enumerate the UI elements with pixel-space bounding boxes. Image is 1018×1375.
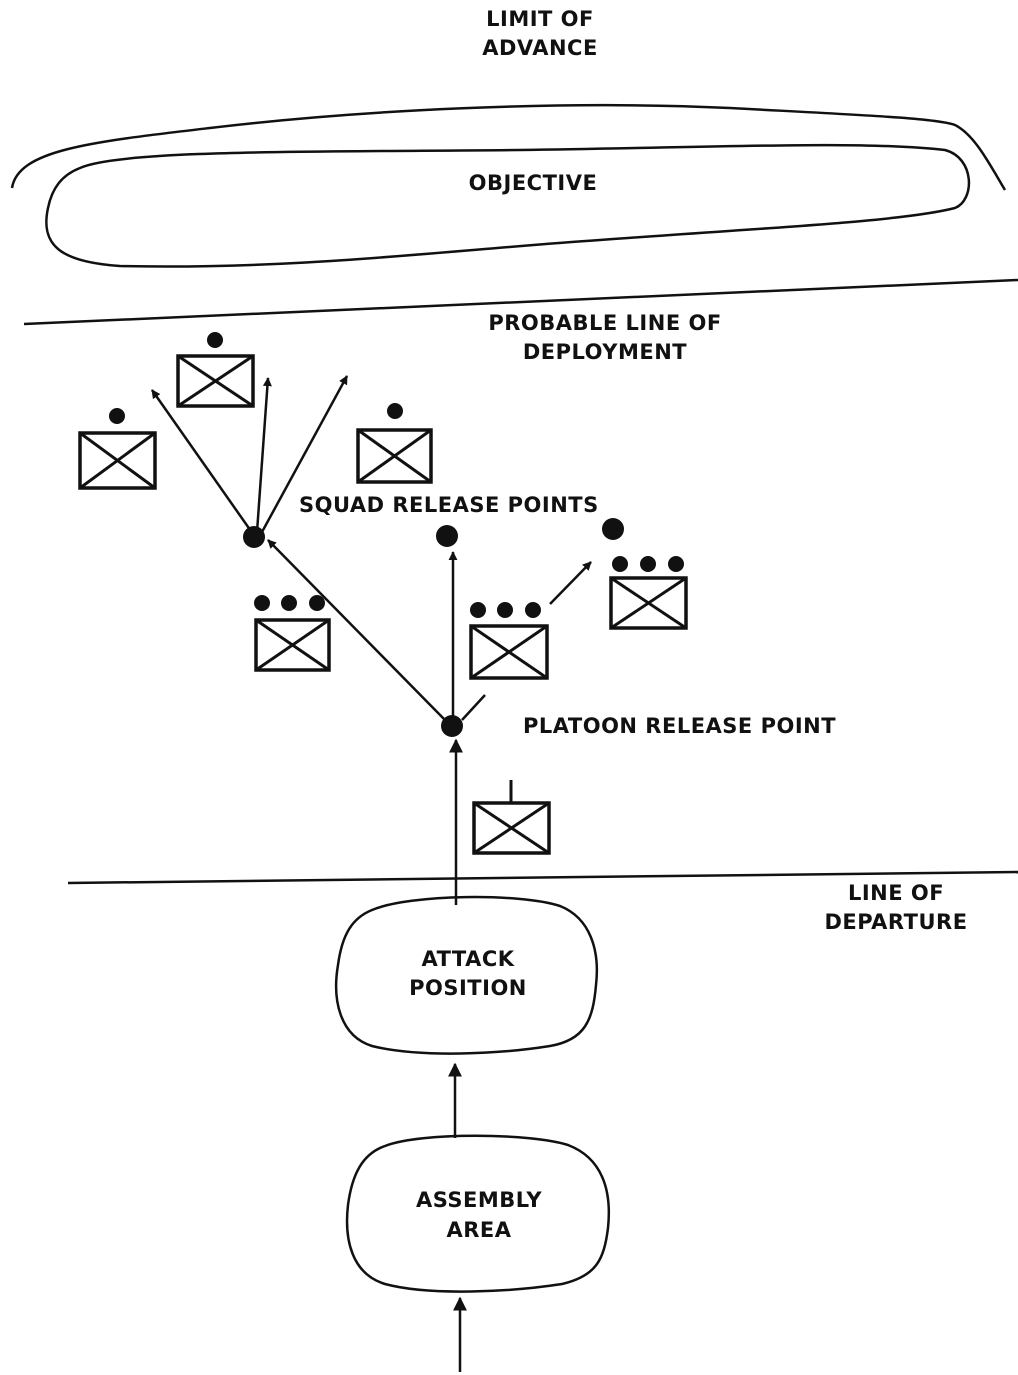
platoon-unit-symbol bbox=[254, 595, 331, 672]
squad-unit-symbol bbox=[78, 408, 157, 490]
line-of-departure bbox=[67, 870, 1018, 885]
probable-line-of-deployment-label-line2: DEPLOYMENT bbox=[523, 340, 687, 364]
arrow-to-squad-left bbox=[150, 389, 255, 535]
arrow-tick bbox=[461, 694, 486, 721]
probable-line-of-deployment bbox=[23, 278, 1018, 326]
limit-of-advance-label-line2: ADVANCE bbox=[482, 36, 598, 60]
platoon-unit-symbol bbox=[469, 602, 549, 680]
line-of-departure-label-line1: LINE OF bbox=[848, 881, 944, 905]
objective-label: OBJECTIVE bbox=[469, 171, 598, 195]
squad-unit-symbol bbox=[176, 332, 255, 408]
attack-position-label-line2: POSITION bbox=[409, 976, 527, 1000]
assembly-area-label-line2: AREA bbox=[446, 1218, 511, 1242]
assembly-area-outline bbox=[345, 1134, 610, 1293]
limit-of-advance-label-line1: LIMIT OF bbox=[486, 7, 594, 31]
arrow-to-squad-release-left bbox=[267, 539, 446, 721]
line-of-departure-label-line2: DEPARTURE bbox=[824, 910, 967, 934]
platoon-unit-symbol bbox=[609, 556, 688, 630]
platoon-release-point-label: PLATOON RELEASE POINT bbox=[523, 714, 836, 738]
arrow-to-squad-right bbox=[260, 375, 349, 533]
limit-of-advance-line bbox=[10, 103, 1007, 191]
assembly-area-label-line1: ASSEMBLY bbox=[416, 1188, 542, 1212]
squad-release-point-right bbox=[602, 518, 624, 540]
platoon-release-point bbox=[441, 715, 463, 737]
probable-line-of-deployment-label-line1: PROBABLE LINE OF bbox=[488, 311, 721, 335]
squad-release-point-center bbox=[436, 525, 458, 547]
company-unit-symbol bbox=[472, 780, 551, 855]
objective-outline bbox=[45, 143, 971, 268]
arrow-to-squad-center bbox=[255, 377, 272, 533]
squad-release-point-left bbox=[243, 526, 265, 548]
arrow-to-squad-release-right bbox=[549, 561, 592, 605]
squad-release-points-label: SQUAD RELEASE POINTS bbox=[299, 493, 599, 517]
attack-position-label-line1: ATTACK bbox=[421, 947, 514, 971]
attack-position-outline bbox=[334, 895, 599, 1055]
squad-unit-symbol bbox=[356, 403, 433, 484]
